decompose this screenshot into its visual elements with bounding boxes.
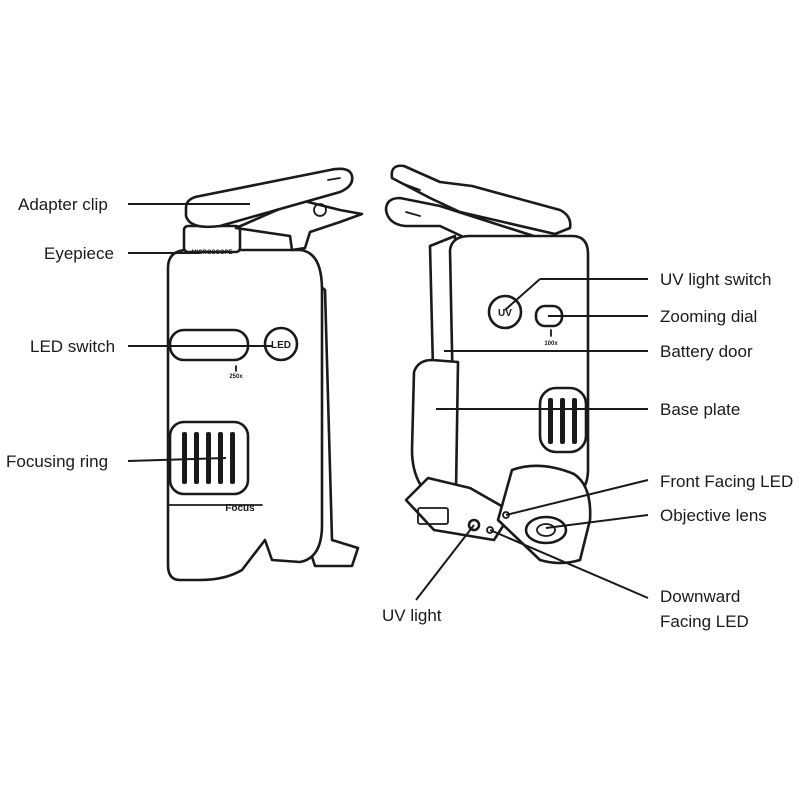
front-body — [166, 248, 324, 582]
label-zooming-dial: Zooming dial — [660, 307, 757, 326]
back-base-plate — [410, 358, 460, 494]
label-eyepiece: Eyepiece — [44, 244, 114, 263]
front-adapter-clip-lower — [234, 198, 364, 252]
label-downward-facing-led-line1: Downward — [660, 587, 740, 606]
back-adapter-clip-top — [390, 164, 572, 236]
eyepiece-text: MICROSCOPE — [191, 250, 232, 256]
focus-text: Focus — [225, 503, 255, 514]
label-base-plate: Base plate — [660, 400, 740, 419]
label-downward-facing-led-line2: Facing LED — [660, 612, 749, 631]
downward-led-hole — [486, 526, 494, 534]
label-uv-light-switch: UV light switch — [660, 270, 771, 289]
front-clip-pin — [313, 203, 327, 217]
objective-lens-outer — [524, 515, 568, 545]
back-view-microscope: UV 100x — [384, 164, 592, 565]
label-focusing-ring: Focusing ring — [6, 452, 108, 471]
uv-button-text: UV — [498, 308, 512, 319]
objective-lens-inner — [536, 523, 556, 537]
bottom-plate-slot — [417, 507, 449, 525]
focusing-ring-grips — [182, 432, 235, 484]
leader-uv-light-switch-diag — [504, 278, 541, 311]
label-adapter-clip: Adapter clip — [18, 195, 108, 214]
leader-objective-lens — [545, 514, 649, 529]
leader-focusing-ring — [127, 457, 227, 462]
front-magnification-text: 250x — [229, 374, 243, 380]
label-front-facing-led: Front Facing LED — [660, 472, 793, 491]
leader-lines — [127, 203, 649, 601]
back-magnification-text: 100x — [544, 341, 558, 347]
leader-downward-facing-led — [489, 529, 649, 599]
front-eyepiece — [182, 224, 242, 254]
back-side-grip-ridges — [548, 398, 577, 444]
led-button-text: LED — [271, 340, 291, 351]
leader-front-facing-led — [505, 479, 649, 516]
label-led-switch: LED switch — [30, 337, 115, 356]
back-lens-housing — [496, 464, 592, 565]
led-switch-button[interactable] — [263, 326, 299, 362]
leader-uv-light — [415, 524, 475, 601]
back-clip-slots — [403, 183, 421, 217]
label-objective-lens: Objective lens — [660, 506, 767, 525]
front-clip-hook — [327, 177, 341, 181]
label-battery-door: Battery door — [660, 342, 753, 361]
front-view-microscope: LED 250x Focus MICROSCOPE — [166, 167, 364, 582]
label-uv-light: UV light — [382, 606, 442, 625]
front-adapter-clip-upper — [184, 167, 354, 229]
callout-labels: Adapter clip Eyepiece LED switch Focusin… — [6, 195, 793, 631]
